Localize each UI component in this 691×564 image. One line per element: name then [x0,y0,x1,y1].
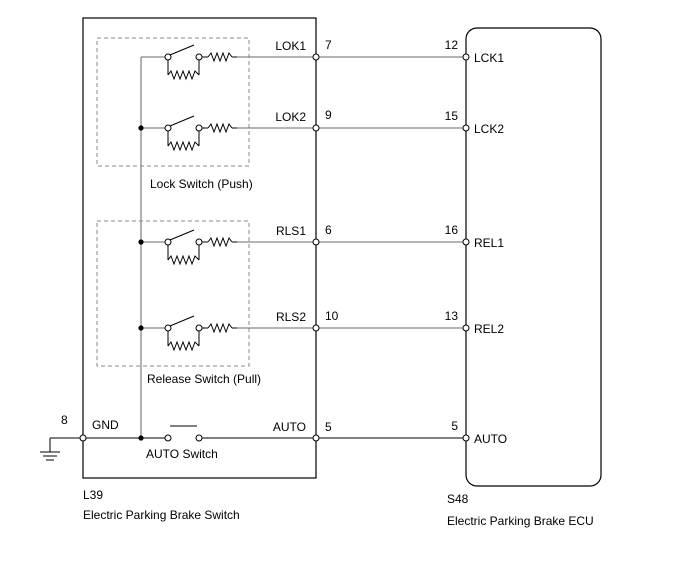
switch-terminal-circle [312,238,320,246]
switch-pin-6: 6 [325,223,332,237]
release-switch-2 [141,315,237,352]
release-switch-label: Release Switch (Pull) [147,372,261,386]
ecu-terminal-circle [462,324,470,332]
ecu-pin-5: 5 [451,419,458,433]
switch-terminal-circle [312,53,320,61]
switch-terminal-circle [312,324,320,332]
ecu-terminal-circle [462,434,470,442]
lock-switch-label: Lock Switch (Push) [150,177,253,191]
auto-switch [164,425,203,442]
switch-connector-id: L39 [83,488,103,502]
ecu-terminal-circle [462,53,470,61]
terminal-label-rls2: RLS2 [276,310,306,324]
terminal-label-lok1: LOK1 [275,39,306,53]
auto-switch-label: AUTO Switch [146,447,218,461]
switch-pin-10: 10 [325,309,339,323]
switch-pin-7: 7 [325,38,332,52]
release-switch-group [96,220,250,367]
release-switch-1 [141,229,237,266]
terminal-label-rls1: RLS1 [276,224,306,238]
gnd-terminal [79,434,87,442]
switch-terminal-circle [312,124,320,132]
ecu-label-lck2: LCK2 [474,122,504,136]
ecu-name: Electric Parking Brake ECU [447,514,594,528]
switch-pin-5: 5 [325,420,332,434]
terminal-label-auto: AUTO [273,420,306,434]
ecu-terminal-circle [462,124,470,132]
ecu-label-rel1: REL1 [474,236,504,250]
ecu-pin-12: 12 [445,38,459,52]
lock-switch-2 [141,115,237,152]
ecu-pin-15: 15 [445,109,459,123]
switch-name: Electric Parking Brake Switch [83,508,240,522]
ecu-label-auto: AUTO [474,432,507,446]
junction-dot [138,125,144,131]
ecu-label-lck1: LCK1 [474,51,504,65]
junction-dot [138,325,144,331]
switch-terminal-circle [312,434,320,442]
gnd-label: GND [92,418,119,432]
ecu-pin-13: 13 [445,309,459,323]
switch-housing [82,17,317,479]
signal-wires [237,56,466,329]
ecu-pin-16: 16 [445,223,459,237]
lock-switch-1 [141,44,237,81]
junction-dot [138,239,144,245]
switch-pin-9: 9 [325,108,332,122]
ecu-terminal-circle [462,238,470,246]
terminal-label-lok2: LOK2 [275,110,306,124]
ecu-housing [465,27,602,487]
ecu-label-rel2: REL2 [474,322,504,336]
ecu-connector-id: S48 [447,492,469,506]
ground-pin: 8 [61,413,68,427]
